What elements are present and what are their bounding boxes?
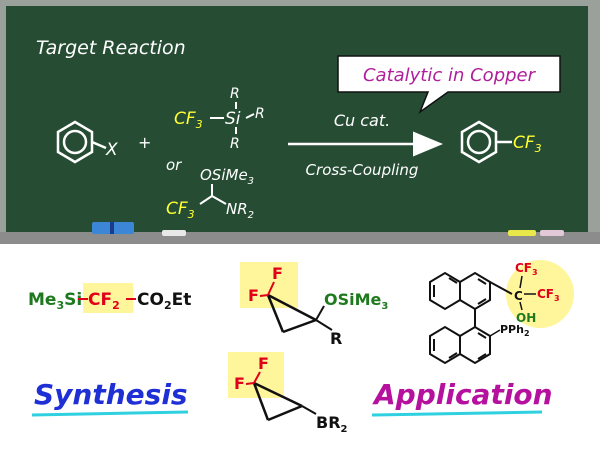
hemiaminal-nr2-label: NR2 (226, 200, 254, 221)
chalk-piece-white (162, 230, 186, 236)
reagent-me3si: Me3Si (28, 290, 82, 312)
synthesis-underline (31, 410, 189, 417)
binaphthyl-upper (429, 271, 491, 311)
silane-cf3-label: CF3 (174, 109, 203, 131)
chalkboard (6, 6, 588, 232)
cp2-bond-b (301, 405, 317, 415)
benzene-ring-product (460, 120, 498, 164)
cp2-bond-f-top (253, 371, 261, 384)
cp1-f-left: F (248, 286, 259, 305)
ligand-highlight (506, 260, 574, 328)
application-underline (371, 410, 543, 417)
cp2-f-left: F (234, 374, 245, 393)
board-title: Target Reaction (36, 37, 186, 59)
chalk-piece-pink (540, 230, 564, 236)
cp1-bond-r (315, 319, 333, 331)
binaphthyl-lower (429, 325, 491, 365)
ligand-bond-p (489, 329, 501, 337)
cp1-osime3: OSiMe3 (324, 290, 388, 312)
application-label: Application (372, 378, 553, 411)
product-cf3-label: CF3 (513, 133, 542, 155)
synthesis-label: Synthesis (34, 378, 188, 411)
arrow-label-coupling: Cross-Coupling (306, 161, 419, 179)
cp2-f-top: F (258, 354, 269, 373)
hemiaminal-bond-n (211, 195, 227, 205)
cyclopropane2-ring (252, 381, 303, 422)
callout-text: Catalytic in Copper (363, 65, 537, 86)
aryl-x-bond (91, 140, 107, 150)
cp1-f-top: F (272, 264, 283, 283)
silane-r-bottom: R (230, 136, 240, 152)
ligand-pph2: PPh2 (500, 323, 530, 338)
cp1-bond-f-left (259, 294, 269, 297)
cp2-br2: BR2 (316, 413, 348, 435)
silane-r-top: R (230, 86, 240, 102)
ligand-bond-c (489, 281, 513, 295)
hemiaminal-bond-cf3 (199, 195, 213, 205)
arrow-label-catalyst: Cu cat. (334, 111, 390, 130)
chalk-piece-yellow (508, 230, 536, 236)
plus-sign: + (138, 133, 151, 152)
cp1-bond-o (315, 305, 325, 321)
silane-si-label: Si (225, 109, 241, 129)
silane-r-right: R (255, 106, 265, 122)
callout-bubble (337, 55, 561, 115)
reagent-co2et: CO2Et (137, 290, 191, 312)
silane-bond-right (245, 113, 255, 119)
hemiaminal-cf3-label: CF3 (166, 199, 195, 221)
aryl-x-label: X (105, 140, 118, 160)
cf2-highlight (83, 283, 133, 313)
chalk-ledge (0, 232, 600, 244)
ligand-cf3-right: CF3 (537, 287, 560, 303)
cyclopropane1-ring (266, 293, 317, 334)
cp2-bond-f-left (245, 382, 255, 385)
or-text: or (166, 156, 182, 174)
ligand-oh: OH (516, 311, 536, 325)
cp1-r: R (330, 329, 342, 348)
reagent-cf2: CF2 (88, 290, 120, 312)
cp1-bond-f-top (267, 281, 275, 296)
benzene-ring-aryl (56, 120, 94, 164)
ligand-bond-cf3-top (519, 275, 523, 289)
ligand-bond-oh (519, 301, 523, 311)
ligand-cf3-top: CF3 (515, 261, 538, 277)
hemiaminal-osime3: OSiMe3 (200, 166, 254, 187)
ligand-c: C (514, 289, 523, 303)
chalk-piece-blue-mark (110, 222, 114, 234)
